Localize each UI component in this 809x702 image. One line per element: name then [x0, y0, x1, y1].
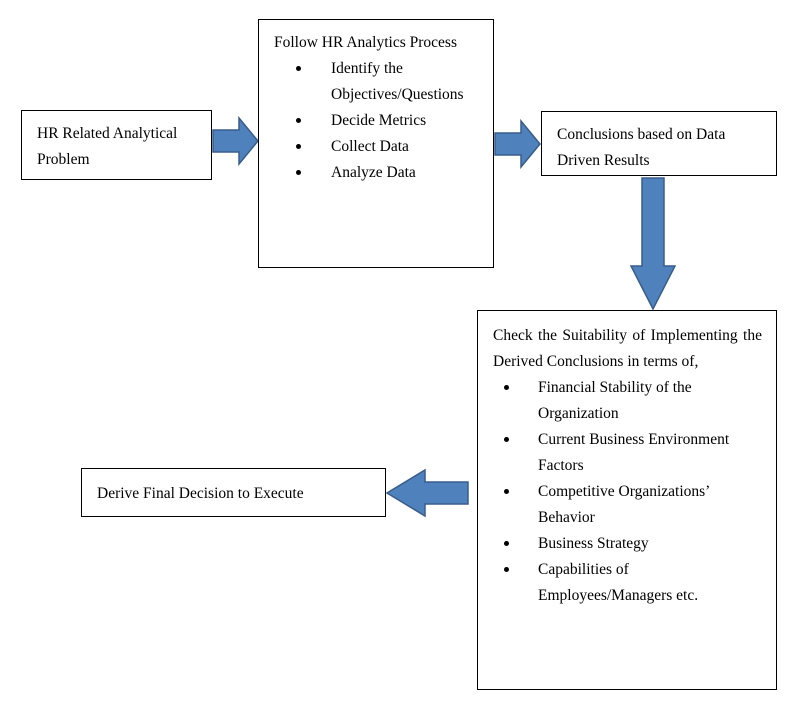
process-step-label: Identify the Objectives/Questions: [331, 60, 464, 103]
conclusions-text: Conclusions based on Data Driven Results: [557, 126, 726, 169]
problem-box: HR Related Analytical Problem: [21, 110, 212, 180]
bullet-icon: [504, 567, 509, 572]
suitability-factor-label: Business Strategy: [538, 535, 649, 552]
process-step: Identify the Objectives/Questions: [296, 56, 493, 108]
suitability-intro: Check the Suitability of Implementing th…: [493, 327, 762, 370]
suitability-box: Check the Suitability of Implementing th…: [477, 310, 777, 690]
left-arrow: [385, 468, 469, 518]
right-arrow-2: [494, 118, 541, 170]
suitability-factor-label: Competitive Organizations’ Behavior: [538, 483, 710, 526]
bullet-icon: [504, 385, 509, 390]
process-step: Analyze Data: [296, 160, 493, 186]
down-arrow: [629, 177, 677, 311]
process-step: Collect Data: [296, 134, 493, 160]
process-box: Follow HR Analytics Process Identify the…: [258, 19, 494, 268]
suitability-factor: Competitive Organizations’ Behavior: [504, 479, 762, 531]
suitability-factor-label: Current Business Environment Factors: [538, 431, 730, 474]
process-steps-list: Identify the Objectives/Questions Decide…: [274, 56, 493, 186]
suitability-factor-label: Financial Stability of the Organization: [538, 379, 692, 422]
process-step-label: Collect Data: [331, 138, 409, 155]
bullet-icon: [296, 170, 301, 175]
decision-box: Derive Final Decision to Execute: [81, 468, 386, 517]
conclusions-box: Conclusions based on Data Driven Results: [541, 111, 777, 176]
bullet-icon: [296, 118, 301, 123]
suitability-factor-label: Capabilities of Employees/Managers etc.: [538, 561, 699, 604]
suitability-factors-list: Financial Stability of the Organization …: [493, 375, 762, 609]
process-title: Follow HR Analytics Process: [274, 34, 457, 51]
process-step-label: Analyze Data: [331, 164, 416, 181]
bullet-icon: [504, 489, 509, 494]
bullet-icon: [504, 437, 509, 442]
right-arrow-1: [212, 115, 259, 167]
suitability-factor: Financial Stability of the Organization: [504, 375, 762, 427]
suitability-factor: Business Strategy: [504, 531, 762, 557]
bullet-icon: [296, 144, 301, 149]
suitability-factor: Capabilities of Employees/Managers etc.: [504, 557, 762, 609]
process-step-label: Decide Metrics: [331, 112, 427, 129]
suitability-factor: Current Business Environment Factors: [504, 427, 762, 479]
process-step: Decide Metrics: [296, 108, 493, 134]
problem-text: HR Related Analytical Problem: [37, 125, 178, 168]
bullet-icon: [296, 66, 301, 71]
bullet-icon: [504, 541, 509, 546]
decision-text: Derive Final Decision to Execute: [97, 485, 304, 502]
